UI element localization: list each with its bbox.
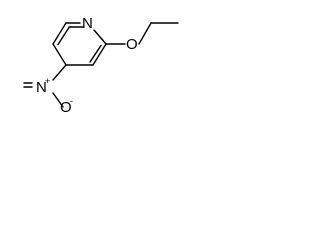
nitro-nitrogen-label: N	[36, 79, 47, 96]
bond-c2-c3	[92, 43, 107, 66]
bond-c2-c3-inner	[89, 44, 102, 63]
bond-nitro-n-o-single	[52, 92, 64, 108]
nitro-oxygen-charge: -	[70, 96, 73, 106]
bond-n1-c2	[93, 29, 107, 45]
ring-nitrogen-label: N	[82, 15, 93, 32]
bond-o-ch2	[138, 22, 152, 45]
bond-c4-nitro-n	[52, 64, 67, 81]
bond-c5-c6	[52, 22, 67, 45]
ether-oxygen-label: O	[126, 36, 138, 53]
nitro-oxygen-label: O	[60, 99, 72, 116]
nitro-nitrogen-charge: +	[45, 76, 50, 86]
bond-c4-c5	[52, 43, 67, 66]
structure-diagram: N O N + O -	[23, 15, 179, 116]
bond-c5-c6-inner	[57, 26, 70, 46]
